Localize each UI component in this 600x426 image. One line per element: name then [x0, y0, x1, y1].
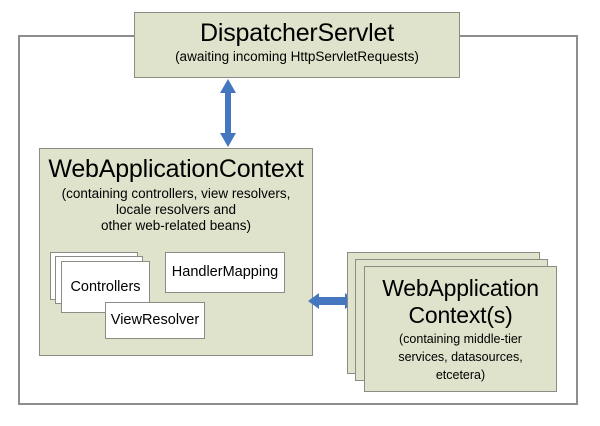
dispatcher-servlet-box[interactable]: DispatcherServlet (awaiting incoming Htt… [134, 12, 460, 78]
dispatcher-servlet-title: DispatcherServlet [200, 19, 394, 47]
web-application-contexts-subtitle-line-1: (containing middle-tier [399, 332, 522, 346]
web-application-context-subtitle-line-2: locale resolvers and [115, 202, 237, 217]
view-resolver-box[interactable]: ViewResolver [105, 302, 205, 339]
web-application-contexts-subtitle-line-2: services, datasources, [398, 350, 523, 364]
web-application-contexts-title-line-2: Context(s) [408, 302, 513, 328]
handler-mapping-label: HandlerMapping [171, 264, 279, 280]
web-application-context-subtitle-line-3: other web-related beans) [100, 218, 252, 233]
arrow-dispatcher-to-context [218, 79, 238, 147]
controllers-label: Controllers [70, 278, 141, 295]
web-application-context-title: WebApplicationContext [48, 155, 304, 183]
web-application-contexts-title-line-1: WebApplication [382, 275, 539, 301]
controllers-stack[interactable]: Controllers [50, 252, 154, 314]
web-application-contexts-box[interactable]: WebApplication Context(s) (containing mi… [364, 266, 557, 392]
web-application-contexts-stack[interactable]: WebApplication Context(s) (containing mi… [347, 252, 557, 392]
web-application-contexts-subtitle-line-3: etcetera) [435, 368, 486, 382]
arrow-context-to-contexts [308, 290, 356, 312]
web-application-context-subtitle-line-1: (containing controllers, view resolvers, [61, 186, 291, 201]
view-resolver-label: ViewResolver [110, 312, 200, 328]
handler-mapping-box[interactable]: HandlerMapping [165, 252, 285, 293]
dispatcher-servlet-subtitle: (awaiting incoming HttpServletRequests) [175, 49, 419, 64]
